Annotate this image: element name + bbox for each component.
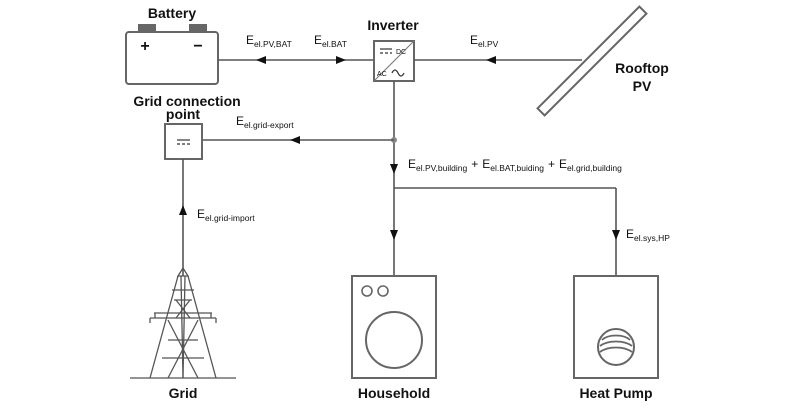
inverter-ac-label: AC bbox=[377, 71, 387, 78]
heat-pump-label: Heat Pump bbox=[579, 385, 652, 401]
battery-plus-sign: + bbox=[140, 38, 149, 55]
arrow-to-household bbox=[390, 230, 398, 240]
label-bat: Eel.BAT bbox=[314, 33, 347, 49]
battery-body bbox=[125, 31, 219, 85]
grid-point-box bbox=[164, 123, 203, 160]
heat-pump-box bbox=[573, 275, 659, 379]
label-grid-import: Eel.grid-import bbox=[197, 207, 255, 223]
arrow-down-building bbox=[390, 164, 398, 174]
washing-machine-icon bbox=[351, 275, 437, 379]
arrow-to-battery bbox=[256, 56, 266, 64]
label-pv-bat: Eel.PV,BAT bbox=[246, 33, 292, 49]
grid-connection-point bbox=[164, 123, 203, 160]
arrow-to-inverter-from-battery bbox=[336, 56, 346, 64]
grid-point-label-line2: point bbox=[166, 106, 201, 122]
grid-point-label-line1: Grid connection bbox=[133, 93, 240, 109]
ac-wave-icon bbox=[391, 69, 405, 77]
inverter-dc-label: DC bbox=[396, 49, 406, 56]
arrow-to-heat-pump bbox=[612, 230, 620, 240]
battery-label: Battery bbox=[148, 5, 196, 21]
arrow-pv-to-inverter bbox=[486, 56, 496, 64]
grid-label: Grid bbox=[169, 385, 198, 401]
heat-pump-icon bbox=[573, 275, 659, 379]
battery-terminal-minus bbox=[189, 24, 207, 32]
label-building-consumption: Eel.PV,building+Eel.BAT,buiding+Eel.grid… bbox=[408, 157, 622, 173]
pylon-icon bbox=[130, 266, 236, 379]
inverter-label: Inverter bbox=[367, 17, 419, 33]
label-grid-export: Eel.grid-export bbox=[236, 114, 294, 130]
arrow-grid-import bbox=[179, 205, 187, 215]
rooftop-label-line1: Rooftop bbox=[615, 60, 669, 76]
household-label: Household bbox=[358, 385, 430, 401]
rooftop-label-line2: PV bbox=[633, 78, 652, 94]
inverter: DC AC bbox=[373, 40, 415, 82]
battery: + − bbox=[125, 24, 219, 85]
rooftop-pv-panel bbox=[536, 5, 648, 117]
label-sys-hp: Eel.sys,HP bbox=[626, 227, 670, 243]
arrow-grid-export bbox=[290, 136, 300, 144]
battery-minus-sign: − bbox=[193, 38, 202, 55]
household-box bbox=[351, 275, 437, 379]
label-pv: Eel.PV bbox=[470, 33, 499, 49]
battery-terminal-plus bbox=[138, 24, 156, 32]
